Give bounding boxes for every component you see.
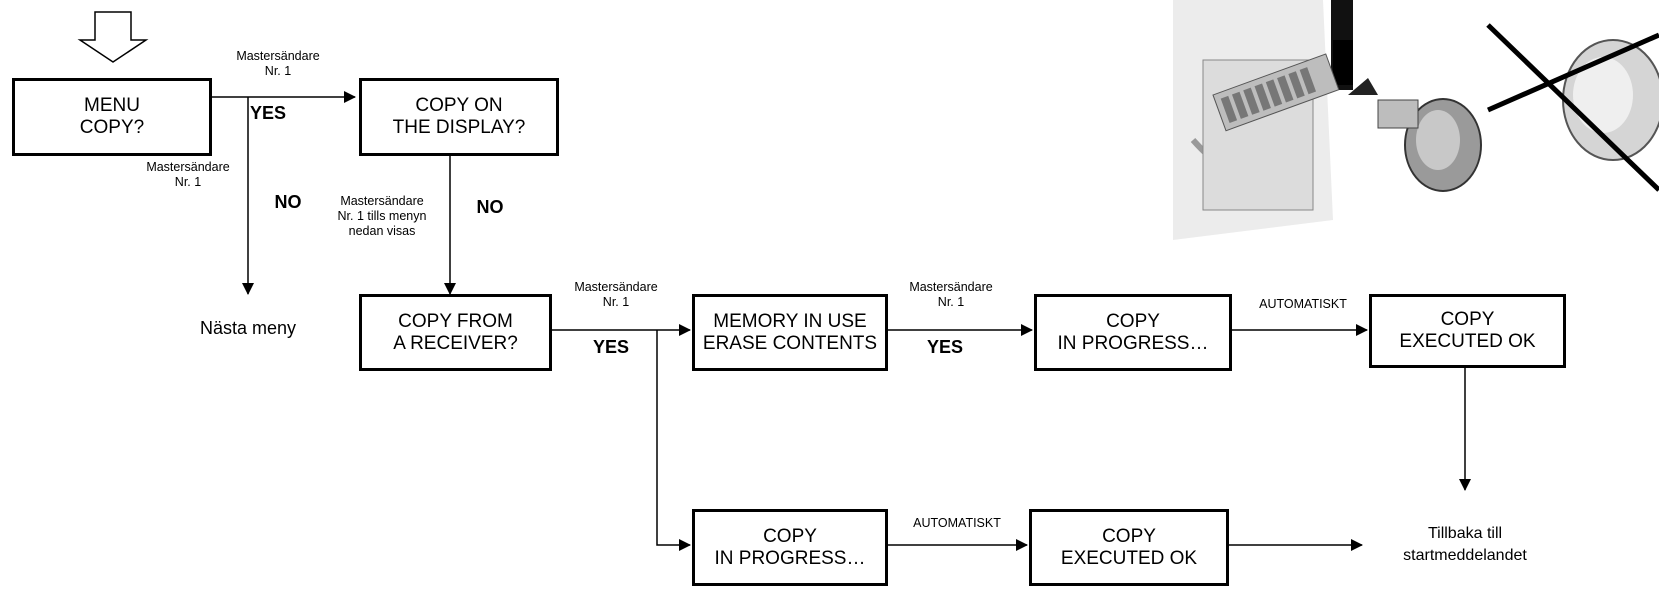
progress2-line1: COPY [763,525,817,547]
progress-line2: IN PROGRESS… [1057,332,1209,354]
memory-line2: ERASE CONTENTS [702,332,878,354]
copy-receiver-box: COPY FROM A RECEIVER? [359,294,552,371]
automatic-label-2: AUTOMATISKT [913,516,1001,530]
menu-copy-box: MENU COPY? [12,78,212,156]
receiver-device-photo [1173,0,1659,240]
copy-executed-box: COPY EXECUTED OK [1369,294,1566,368]
copy-display-line2: THE DISPLAY? [392,117,526,138]
copy-receiver-line1: COPY FROM [398,310,513,332]
menu-copy-line2: COPY? [79,117,145,138]
copy-executed-box-2: COPY EXECUTED OK [1029,509,1229,586]
executed2-line1: COPY [1102,525,1156,547]
executed-line2: EXECUTED OK [1399,331,1536,352]
no-label-1: NO [274,192,302,212]
memory-in-use-box: MEMORY IN USE ERASE CONTENTS [692,294,888,371]
copy-display-box: COPY ON THE DISPLAY? [359,78,559,156]
yes-label-1: YES [249,103,287,123]
copy-receiver-line2: A RECEIVER? [393,332,518,354]
copy-display-line1: COPY ON [415,95,503,116]
no-label-2: NO [476,197,504,217]
automatic-label-1: AUTOMATISKT [1259,297,1347,311]
executed2-line2: EXECUTED OK [1060,547,1198,569]
yes-label-2: YES [592,337,630,357]
entry-arrow [77,11,149,63]
progress-line1: COPY [1106,310,1160,332]
next-menu-label: Nästa meny [199,318,297,338]
copy-in-progress-box: COPY IN PROGRESS… [1034,294,1232,371]
yes-label-3: YES [926,337,964,357]
memory-line1: MEMORY IN USE [713,310,867,332]
arrow-receiver-to-progress-2 [656,330,691,551]
menu-copy-line1: MENU [84,95,140,116]
progress2-line2: IN PROGRESS… [714,547,866,569]
copy-in-progress-box-2: COPY IN PROGRESS… [692,509,888,586]
executed-line1: COPY [1440,309,1495,330]
